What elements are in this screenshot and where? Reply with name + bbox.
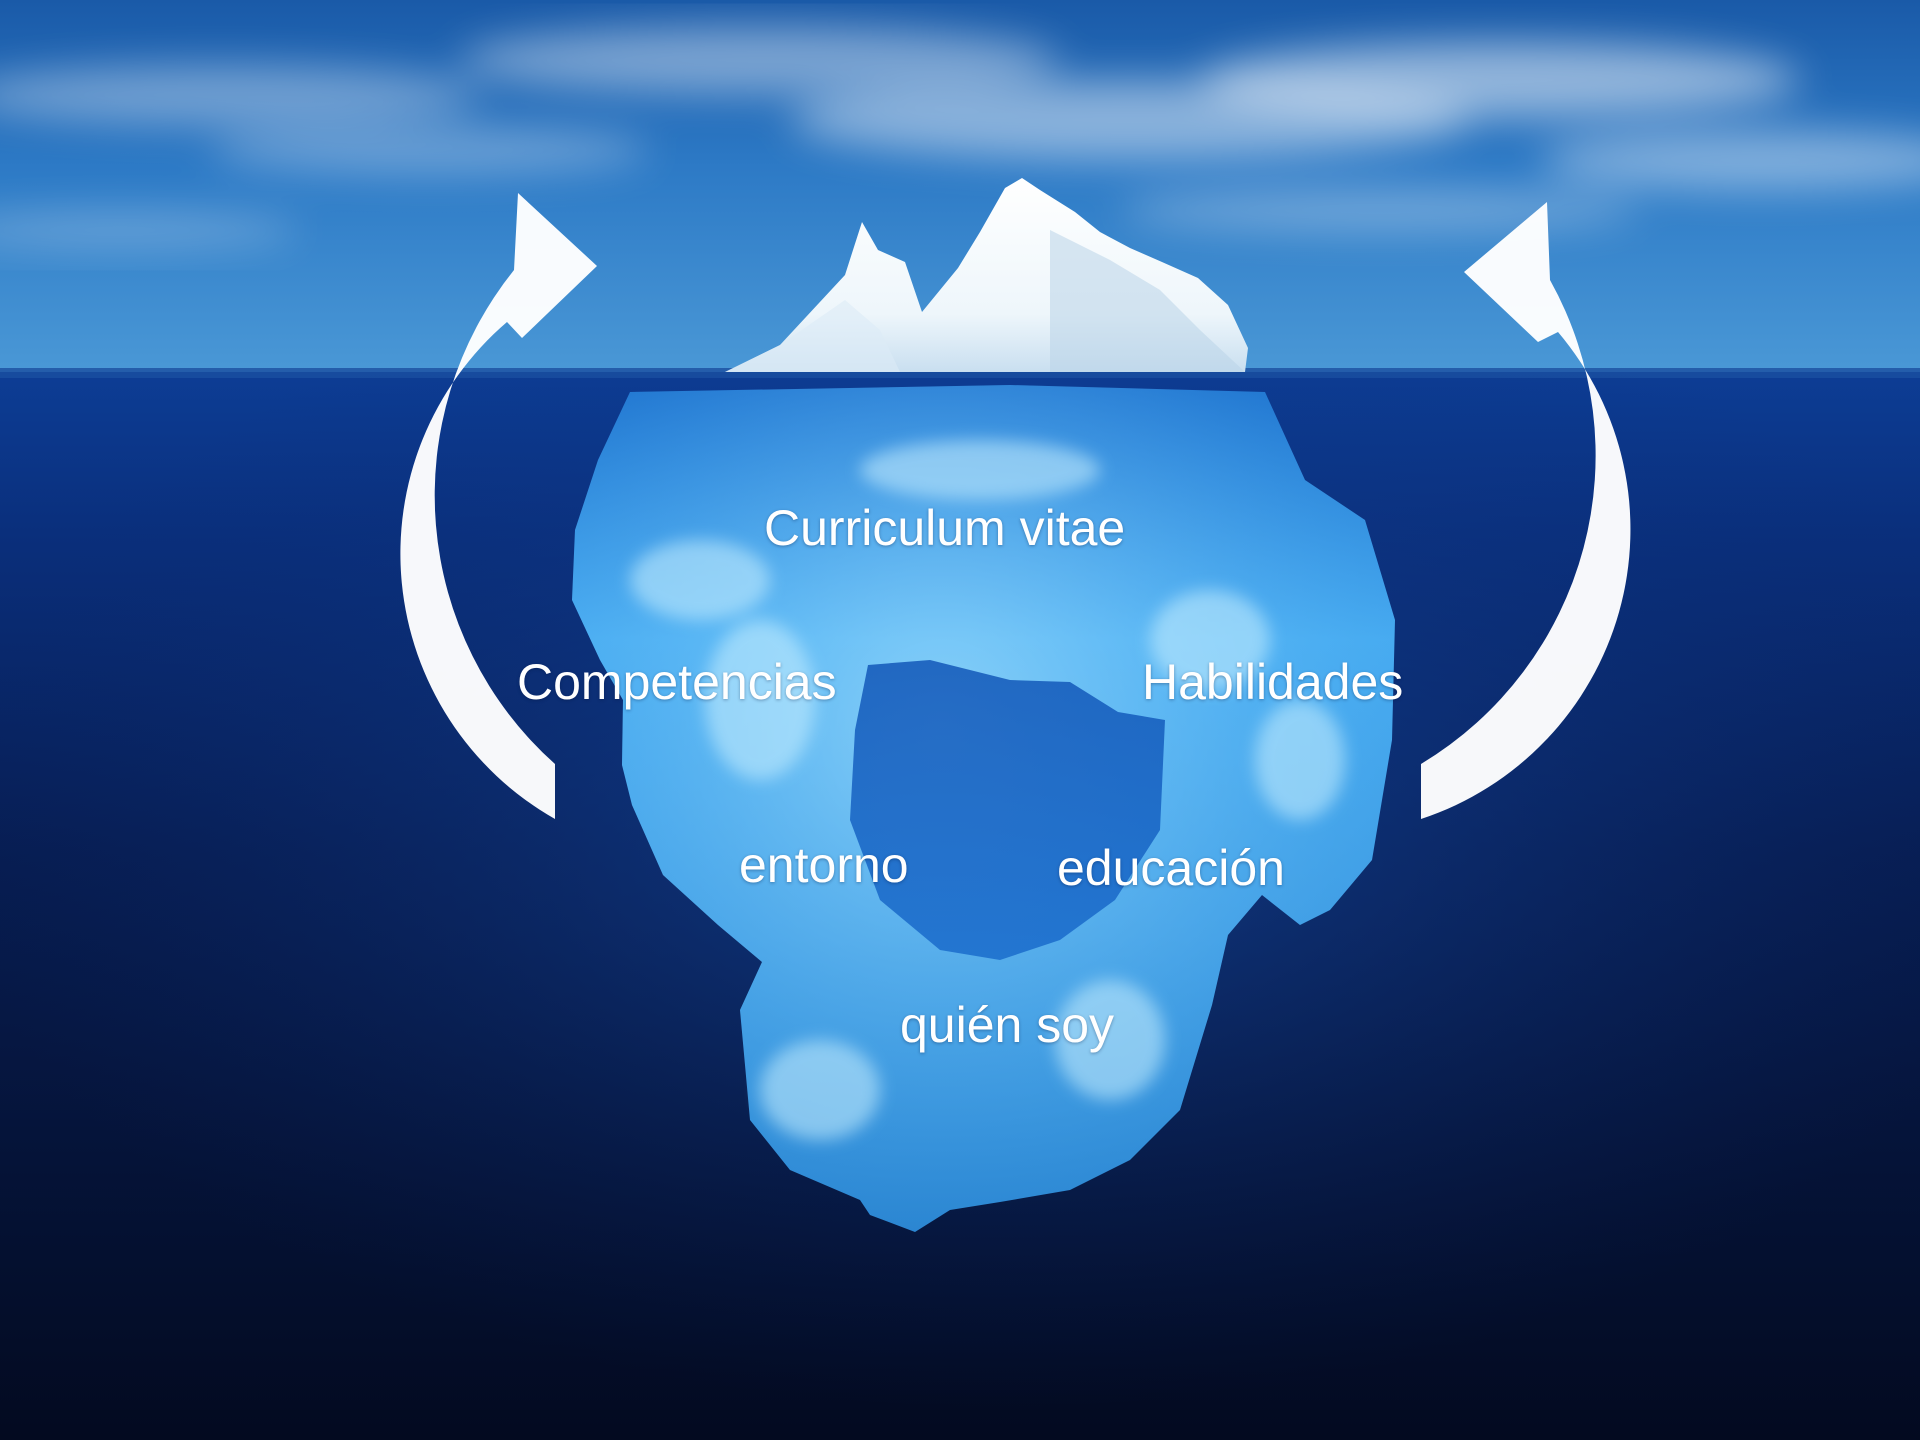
label-quien-soy: quién soy — [900, 997, 1115, 1053]
label-competencias: Competencias — [517, 654, 837, 710]
label-entorno: entorno — [739, 837, 909, 893]
curved-arrow-up-left-icon — [400, 193, 597, 819]
label-habilidades: Habilidades — [1142, 654, 1404, 710]
iceberg-tip — [725, 178, 1248, 372]
label-curriculum-vitae: Curriculum vitae — [764, 500, 1126, 556]
label-educacion: educación — [1057, 840, 1285, 896]
clouds — [0, 26, 1920, 248]
curved-arrow-up-right-icon — [1421, 202, 1631, 819]
iceberg-underwater — [572, 385, 1395, 1232]
waterline — [0, 368, 1920, 378]
